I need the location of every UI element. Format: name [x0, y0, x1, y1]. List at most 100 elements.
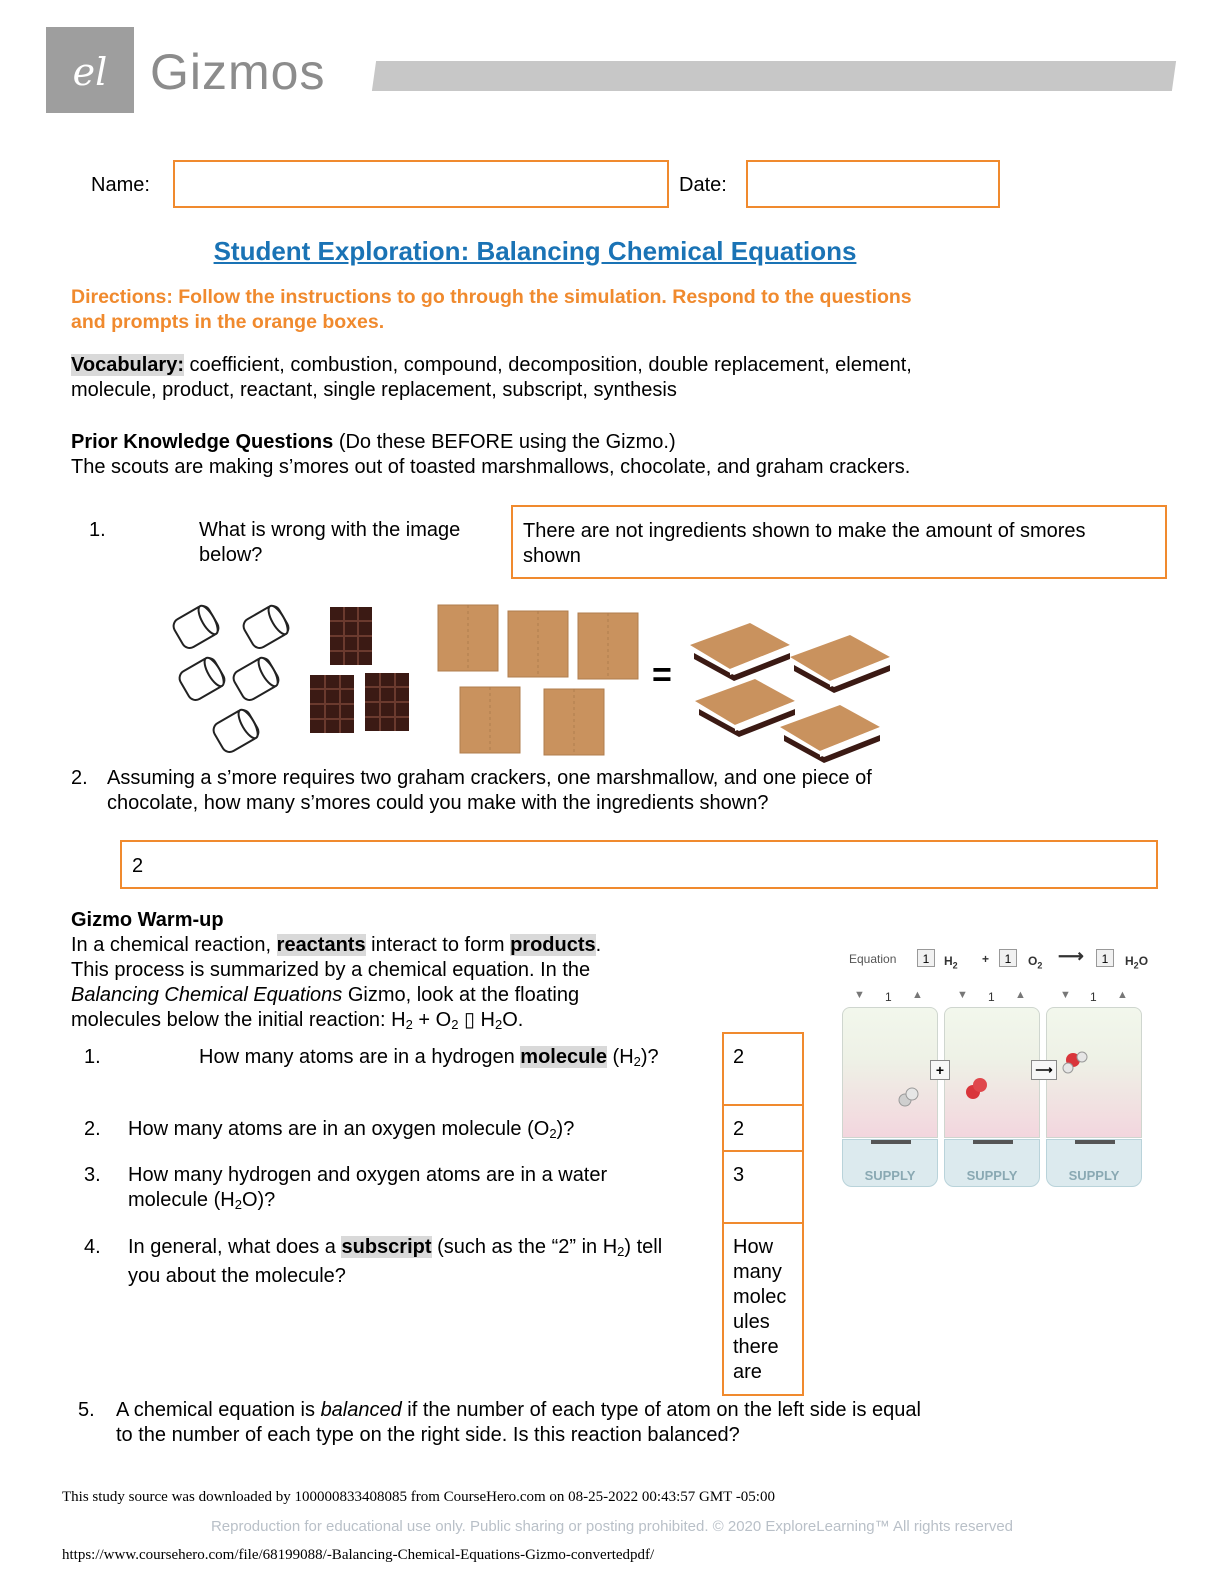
wq1-answer[interactable]: 2: [733, 1046, 745, 1068]
q1-answer-line1: There are not ingredients shown to make …: [523, 520, 1086, 542]
wq2-a: How many atoms are in an oxygen molecule…: [128, 1118, 550, 1140]
gizmos-logo-text: Gizmos: [150, 44, 326, 100]
decrement-icon[interactable]: ▼: [854, 989, 865, 1001]
prior-knowledge-heading: Prior Knowledge Questions (Do these BEFO…: [71, 430, 1071, 480]
marshmallow-icons: [172, 604, 290, 753]
wq2-answer[interactable]: 2: [733, 1118, 745, 1140]
supply-h2o[interactable]: SUPPLY: [1046, 1139, 1142, 1187]
sub: 2: [633, 1054, 641, 1069]
smores-illustration: [172, 604, 890, 763]
supply-h2[interactable]: SUPPLY: [842, 1139, 938, 1187]
wq3-number: 3.: [84, 1164, 101, 1186]
q2-line1: Assuming a s’more requires two graham cr…: [107, 767, 872, 789]
counter-value: 1: [988, 990, 995, 1004]
wq3-answer[interactable]: 3: [733, 1164, 745, 1186]
warmup-p2: This process is summarized by a chemical…: [71, 959, 591, 981]
subscript-term: subscript: [341, 1236, 432, 1258]
wq4-number: 4.: [84, 1236, 101, 1258]
species-text: H: [1125, 954, 1134, 968]
q1-answer-box[interactable]: There are not ingredients shown to make …: [511, 505, 1167, 579]
q2-answer-box[interactable]: 2: [120, 840, 1158, 889]
q1-number: 1.: [89, 519, 106, 541]
warmup-p1c: .: [595, 934, 602, 956]
sub: 2: [1037, 960, 1043, 971]
species-h2o: H2O: [1125, 954, 1148, 970]
answer-divider: [724, 1150, 802, 1152]
gizmo-name: Balancing Chemical Equations: [71, 984, 343, 1006]
sub: 2: [234, 1197, 242, 1212]
increment-icon[interactable]: ▲: [912, 989, 923, 1001]
equation-label: Equation: [849, 952, 897, 966]
molecule-term: molecule: [520, 1046, 607, 1068]
wq1-number: 1.: [84, 1046, 101, 1068]
warmup-p4b: + O: [412, 1009, 452, 1031]
supply-o2[interactable]: SUPPLY: [944, 1139, 1040, 1187]
supply-label: SUPPLY: [864, 1168, 916, 1183]
q2-question: Assuming a s’more requires two graham cr…: [107, 766, 1007, 816]
wq4-c: ) tell: [624, 1236, 663, 1258]
wq1-a: How many atoms are in a hydrogen: [199, 1046, 521, 1068]
warmup-text: Gizmo Warm-up In a chemical reaction, re…: [71, 908, 711, 1037]
coef-o2[interactable]: 1: [999, 949, 1017, 967]
q1-line1: What is wrong with the image: [199, 519, 461, 541]
counter-value: 1: [1090, 990, 1097, 1004]
wq4-line2: you about the molecule?: [128, 1265, 346, 1287]
arrow-button[interactable]: ⟶: [1031, 1060, 1057, 1080]
wq4-answer-line: are: [733, 1361, 762, 1383]
page-title: Student Exploration: Balancing Chemical …: [213, 236, 857, 266]
plus-sign: +: [982, 952, 990, 966]
species-text: H: [944, 954, 953, 968]
date-field[interactable]: [746, 160, 1000, 208]
sub: 2: [451, 1017, 459, 1032]
reactant2-chamber: [944, 1007, 1040, 1138]
prior-heading: Prior Knowledge Questions: [71, 431, 334, 453]
reactant1-chamber: [842, 1007, 938, 1138]
sub: 2: [617, 1244, 625, 1259]
gizmos-logo-mark: el: [46, 27, 134, 113]
warmup-heading: Gizmo Warm-up: [71, 909, 224, 931]
coef-h2[interactable]: 1: [917, 949, 935, 967]
chocolate-icons: [310, 607, 409, 733]
wq4-answer[interactable]: How many molec ules there are: [733, 1235, 799, 1385]
name-field[interactable]: [173, 160, 669, 208]
wq4-b: (such as the “2” in H: [431, 1236, 618, 1258]
q1-line2: below?: [199, 544, 263, 566]
warmup-p4d: O.: [502, 1009, 524, 1031]
q1-question: What is wrong with the image below?: [199, 518, 499, 568]
plus-button[interactable]: +: [930, 1060, 950, 1080]
source-url[interactable]: https://www.coursehero.com/file/68199088…: [62, 1547, 655, 1563]
wq5-question: A chemical equation is balanced if the n…: [116, 1398, 1016, 1448]
wq1-b: (H: [606, 1046, 634, 1068]
graham-cracker-icons: [437, 604, 639, 756]
sub: 2: [1133, 960, 1139, 971]
wq4-a: In general, what does a: [128, 1236, 342, 1258]
wq4-answer-line: ules: [733, 1311, 770, 1333]
decrement-icon[interactable]: ▼: [1060, 989, 1071, 1001]
svg-text:el: el: [73, 50, 108, 94]
vocabulary-label: Vocabulary:: [71, 354, 184, 376]
sub: 2: [405, 1017, 413, 1032]
reactants-term: reactants: [276, 934, 366, 956]
increment-icon[interactable]: ▲: [1117, 989, 1128, 1001]
wq3-line2b: O)?: [241, 1189, 276, 1211]
species-h2: H2: [944, 954, 958, 970]
balanced-term: balanced: [320, 1399, 402, 1421]
increment-icon[interactable]: ▲: [1015, 989, 1026, 1001]
wq3-a: How many hydrogen and oxygen atoms are i…: [128, 1164, 608, 1186]
directions: Directions: Follow the instructions to g…: [71, 286, 912, 333]
wq2-question: How many atoms are in an oxygen molecule…: [128, 1117, 718, 1146]
wq3-question: How many hydrogen and oxygen atoms are i…: [128, 1163, 718, 1217]
wq4-answer-line: How: [733, 1236, 774, 1258]
wq5-a: A chemical equation is: [116, 1399, 321, 1421]
coef-h2o[interactable]: 1: [1096, 949, 1114, 967]
counter-value: 1: [885, 990, 892, 1004]
species-o2: O2: [1028, 954, 1042, 970]
q2-number: 2.: [71, 767, 88, 789]
copyright-watermark: Reproduction for educational use only. P…: [210, 1518, 1014, 1535]
wq4-question: In general, what does a subscript (such …: [128, 1235, 728, 1289]
wq4-answer-line: molec: [733, 1286, 787, 1308]
sub: 2: [549, 1126, 557, 1141]
warmup-p4c: ▯ H: [458, 1009, 495, 1031]
decrement-icon[interactable]: ▼: [957, 989, 968, 1001]
warmup-answer-column: [722, 1032, 804, 1396]
